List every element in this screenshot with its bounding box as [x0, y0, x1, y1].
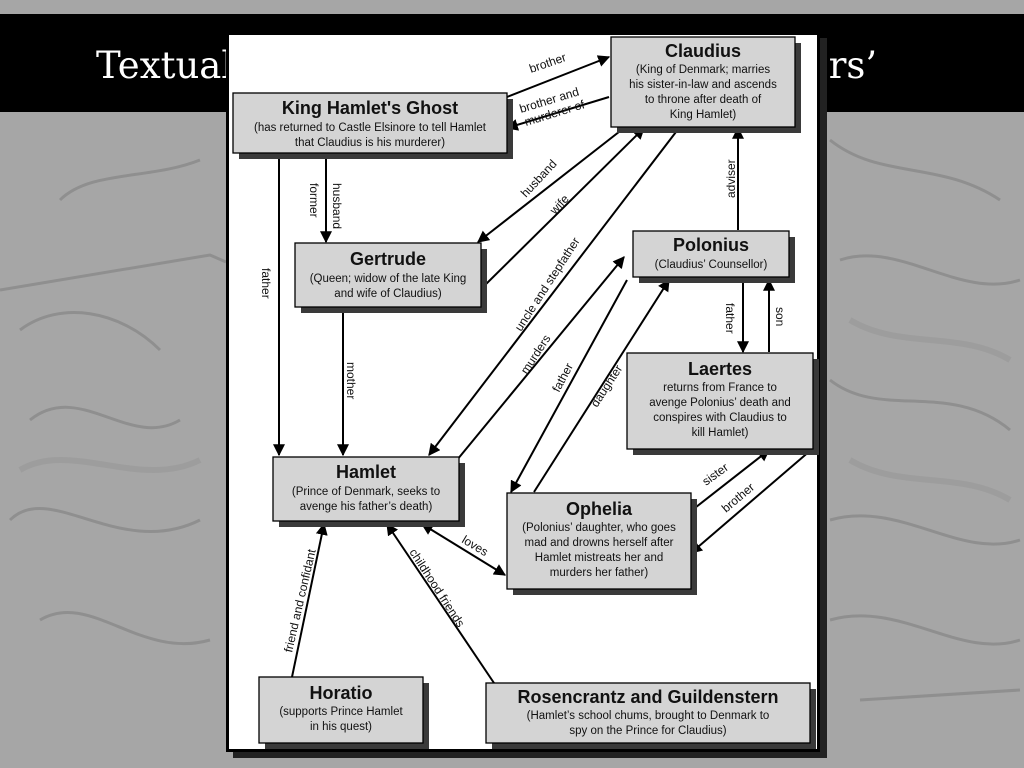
label-former-husband-1: former	[307, 183, 321, 218]
edge-ophelia-to-polonius	[533, 278, 670, 493]
edge-ophelia-to-laertes	[690, 449, 770, 512]
node-ghost-desc-1: (has returned to Castle Elsinore to tell…	[254, 122, 487, 134]
node-hamlet-desc-2: avenge his father’s death)	[300, 501, 433, 513]
slide-title-left: Textual	[96, 44, 234, 87]
edge-rosguil-to-hamlet	[386, 523, 495, 684]
label-son: son	[773, 307, 787, 326]
edge-claudius-to-hamlet	[428, 127, 680, 456]
node-horatio-desc-2: in his quest)	[310, 721, 372, 733]
edge-claudius-to-gertrude	[477, 127, 625, 243]
character-diagram: brother brother and murderer of former h…	[226, 32, 820, 752]
node-hamlet: Hamlet (Prince of Denmark, seeks to aven…	[272, 456, 465, 527]
node-hamlet-name: Hamlet	[336, 462, 396, 482]
node-claudius-desc-1: (King of Denmark; marries	[636, 64, 770, 76]
node-polonius-desc-1: (Claudius’ Counsellor)	[655, 259, 768, 271]
node-rosguil-desc-1: (Hamlet’s school chums, brought to Denma…	[527, 710, 770, 722]
edge-laertes-to-ophelia	[690, 449, 812, 554]
label-father-polonius-ophelia: father	[549, 361, 576, 395]
node-ghost: King Hamlet's Ghost (has returned to Cas…	[232, 92, 513, 159]
node-gertrude-name: Gertrude	[350, 249, 426, 269]
node-rosguil-desc-2: spy on the Prince for Claudius)	[569, 725, 726, 737]
node-laertes: Laertes returns from France to avenge Po…	[626, 352, 819, 455]
node-laertes-desc-1: returns from France to	[663, 382, 777, 394]
label-daughter: daughter	[588, 362, 626, 409]
node-claudius: Claudius (King of Denmark; marries his s…	[610, 36, 801, 133]
edge-horatio-to-hamlet	[291, 522, 328, 678]
node-gertrude: Gertrude (Queen; widow of the late King …	[294, 242, 487, 313]
label-former-husband-2: husband	[330, 183, 344, 229]
label-wife: wife	[546, 192, 572, 218]
edge-gertrude-to-claudius	[479, 127, 645, 291]
node-horatio: Horatio (supports Prince Hamlet in his q…	[258, 676, 429, 749]
edge-ghost-to-claudius	[506, 55, 611, 98]
node-laertes-desc-4: kill Hamlet)	[692, 427, 749, 439]
node-ophelia-desc-2: mad and drowns herself after	[525, 537, 674, 549]
node-polonius: Polonius (Claudius’ Counsellor)	[632, 230, 795, 283]
node-rosguil-name: Rosencrantz and Guildenstern	[517, 687, 778, 707]
edge-claudius-to-ghost	[505, 96, 610, 131]
label-father-ghost: father	[259, 268, 273, 299]
label-brother: brother	[527, 50, 568, 76]
node-horatio-name: Horatio	[310, 683, 373, 703]
node-ophelia: Ophelia (Polonius’ daughter, who goes ma…	[506, 492, 697, 595]
node-ghost-desc-2: that Claudius is his murderer)	[295, 137, 445, 149]
edge-hamlet-ophelia	[420, 523, 507, 576]
node-polonius-name: Polonius	[673, 235, 749, 255]
node-claudius-name: Claudius	[665, 41, 741, 61]
label-father-polonius-laertes: father	[723, 303, 737, 334]
node-claudius-desc-4: King Hamlet)	[670, 109, 737, 121]
node-hamlet-desc-1: (Prince of Denmark, seeks to	[292, 486, 440, 498]
node-claudius-desc-3: to throne after death of	[645, 94, 762, 106]
node-horatio-desc-1: (supports Prince Hamlet	[279, 706, 403, 718]
label-childhood-friends: childhood friends	[406, 546, 467, 630]
character-map: brother brother and murderer of former h…	[232, 36, 819, 749]
label-adviser: adviser	[724, 159, 738, 198]
node-laertes-name: Laertes	[688, 359, 752, 379]
node-claudius-desc-2: his sister-in-law and ascends	[629, 79, 777, 91]
node-laertes-desc-3: conspires with Claudius to	[653, 412, 787, 424]
node-rosencrantz-guildenstern: Rosencrantz and Guildenstern (Hamlet’s s…	[485, 682, 816, 749]
node-laertes-desc-2: avenge Polonius’ death and	[649, 397, 791, 409]
node-gertrude-desc-1: (Queen; widow of the late King	[310, 273, 467, 285]
edge-hamlet-to-polonius	[456, 256, 625, 461]
edge-polonius-to-ophelia	[510, 279, 628, 494]
label-mother: mother	[344, 362, 358, 399]
label-murders: murders	[518, 332, 554, 377]
node-ophelia-desc-3: Hamlet mistreats her and	[535, 552, 663, 564]
node-ophelia-desc-1: (Polonius’ daughter, who goes	[522, 522, 676, 534]
node-ghost-name: King Hamlet's Ghost	[282, 98, 458, 118]
node-ophelia-name: Ophelia	[566, 499, 633, 519]
node-ophelia-desc-4: murders her father)	[550, 567, 649, 579]
node-gertrude-desc-2: and wife of Claudius)	[334, 288, 442, 300]
label-loves: loves	[459, 533, 490, 559]
